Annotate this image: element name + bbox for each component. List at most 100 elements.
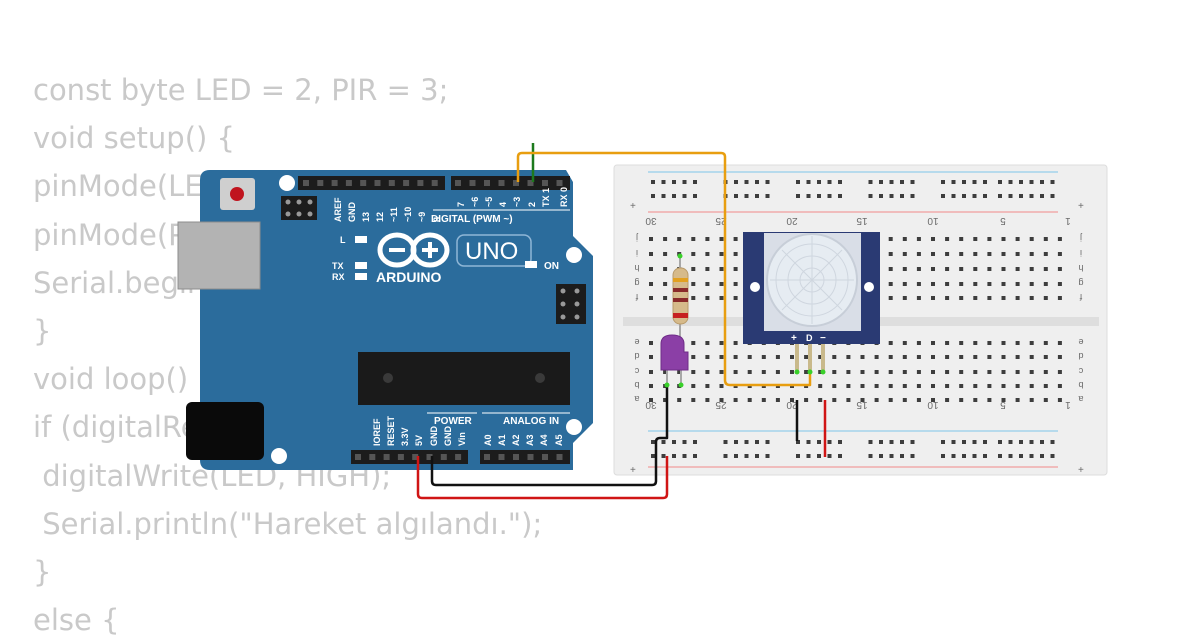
- breadboard-hole[interactable]: [1029, 355, 1034, 359]
- breadboard-hole[interactable]: [959, 237, 964, 241]
- rail-hole[interactable]: [879, 454, 883, 458]
- rail-hole[interactable]: [868, 454, 873, 458]
- breadboard-hole[interactable]: [705, 384, 710, 388]
- breadboard-hole[interactable]: [916, 296, 921, 300]
- breadboard-hole[interactable]: [1057, 341, 1062, 345]
- header-pin[interactable]: [412, 454, 419, 460]
- breadboard-hole[interactable]: [959, 341, 964, 345]
- breadboard-hole[interactable]: [1029, 237, 1034, 241]
- breadboard-hole[interactable]: [705, 370, 710, 374]
- breadboard-hole[interactable]: [691, 237, 696, 241]
- header-pin[interactable]: [388, 180, 395, 186]
- rail-hole[interactable]: [983, 194, 987, 198]
- rail-hole[interactable]: [889, 454, 894, 458]
- rail-hole[interactable]: [998, 440, 1002, 444]
- rail-hole[interactable]: [1029, 194, 1034, 198]
- header-pin[interactable]: [513, 180, 519, 186]
- rail-hole[interactable]: [796, 440, 800, 444]
- breadboard-hole[interactable]: [959, 282, 964, 286]
- breadboard-hole[interactable]: [1043, 370, 1048, 374]
- breadboard-hole[interactable]: [677, 398, 682, 402]
- breadboard-hole[interactable]: [973, 252, 978, 256]
- breadboard-hole[interactable]: [1057, 296, 1062, 300]
- header-pin[interactable]: [469, 180, 476, 186]
- header-pin[interactable]: [484, 180, 490, 186]
- rail-hole[interactable]: [1040, 180, 1044, 184]
- breadboard-hole[interactable]: [719, 252, 724, 256]
- breadboard-hole[interactable]: [804, 370, 809, 374]
- breadboard-hole[interactable]: [677, 370, 682, 374]
- header-pin[interactable]: [527, 180, 534, 186]
- breadboard-hole[interactable]: [649, 370, 653, 374]
- rail-hole[interactable]: [900, 454, 904, 458]
- breadboard-hole[interactable]: [1057, 355, 1062, 359]
- rail-hole[interactable]: [900, 180, 904, 184]
- breadboard-hole[interactable]: [987, 398, 992, 402]
- breadboard-hole[interactable]: [931, 398, 935, 402]
- breadboard-hole[interactable]: [1057, 282, 1062, 286]
- breadboard-hole[interactable]: [1015, 252, 1020, 256]
- breadboard-hole[interactable]: [1001, 252, 1006, 256]
- rail-hole[interactable]: [1029, 454, 1034, 458]
- breadboard-hole[interactable]: [945, 355, 950, 359]
- breadboard-hole[interactable]: [916, 384, 921, 388]
- breadboard-hole[interactable]: [1043, 398, 1048, 402]
- breadboard-hole[interactable]: [916, 341, 921, 345]
- breadboard-hole[interactable]: [888, 237, 893, 241]
- breadboard-hole[interactable]: [775, 398, 780, 402]
- breadboard-hole[interactable]: [973, 355, 978, 359]
- rail-hole[interactable]: [951, 440, 956, 444]
- breadboard-hole[interactable]: [818, 398, 823, 402]
- breadboard-hole[interactable]: [663, 296, 668, 300]
- breadboard-hole[interactable]: [1043, 252, 1048, 256]
- breadboard-hole[interactable]: [719, 282, 724, 286]
- rail-hole[interactable]: [682, 454, 687, 458]
- rail-hole[interactable]: [796, 180, 800, 184]
- breadboard-hole[interactable]: [790, 398, 794, 402]
- breadboard-hole[interactable]: [733, 398, 738, 402]
- rail-hole[interactable]: [1040, 440, 1044, 444]
- breadboard-hole[interactable]: [888, 384, 893, 388]
- breadboard-hole[interactable]: [846, 370, 851, 374]
- rail-hole[interactable]: [817, 194, 821, 198]
- rail-hole[interactable]: [972, 454, 977, 458]
- breadboard-hole[interactable]: [691, 282, 696, 286]
- breadboard-hole[interactable]: [860, 355, 865, 359]
- rail-hole[interactable]: [983, 180, 987, 184]
- breadboard-hole[interactable]: [1015, 282, 1020, 286]
- rail-hole[interactable]: [682, 440, 687, 444]
- breadboard-hole[interactable]: [916, 355, 921, 359]
- header-pin[interactable]: [417, 180, 424, 186]
- breadboard-hole[interactable]: [959, 252, 964, 256]
- breadboard-hole[interactable]: [987, 237, 992, 241]
- rail-hole[interactable]: [838, 194, 842, 198]
- breadboard-hole[interactable]: [959, 355, 964, 359]
- breadboard-hole[interactable]: [888, 252, 893, 256]
- rail-hole[interactable]: [951, 454, 956, 458]
- breadboard-hole[interactable]: [1029, 341, 1034, 345]
- breadboard-hole[interactable]: [931, 252, 935, 256]
- rail-hole[interactable]: [983, 454, 987, 458]
- breadboard-hole[interactable]: [1015, 398, 1020, 402]
- rail-hole[interactable]: [910, 180, 915, 184]
- breadboard-hole[interactable]: [663, 282, 668, 286]
- rail-hole[interactable]: [941, 180, 945, 184]
- breadboard-hole[interactable]: [1001, 384, 1006, 388]
- header-pin[interactable]: [374, 180, 381, 186]
- breadboard-hole[interactable]: [874, 398, 879, 402]
- breadboard-hole[interactable]: [1057, 252, 1062, 256]
- breadboard-hole[interactable]: [1015, 370, 1020, 374]
- rail-hole[interactable]: [838, 180, 842, 184]
- rail-hole[interactable]: [693, 440, 697, 444]
- breadboard-hole[interactable]: [663, 267, 668, 271]
- breadboard-hole[interactable]: [846, 398, 851, 402]
- breadboard-hole[interactable]: [945, 282, 950, 286]
- breadboard-hole[interactable]: [916, 267, 921, 271]
- breadboard-hole[interactable]: [790, 355, 794, 359]
- breadboard-hole[interactable]: [818, 370, 823, 374]
- breadboard-hole[interactable]: [987, 296, 992, 300]
- breadboard-hole[interactable]: [733, 282, 738, 286]
- rail-hole[interactable]: [972, 180, 977, 184]
- rail-hole[interactable]: [723, 454, 728, 458]
- header-pin[interactable]: [513, 454, 519, 460]
